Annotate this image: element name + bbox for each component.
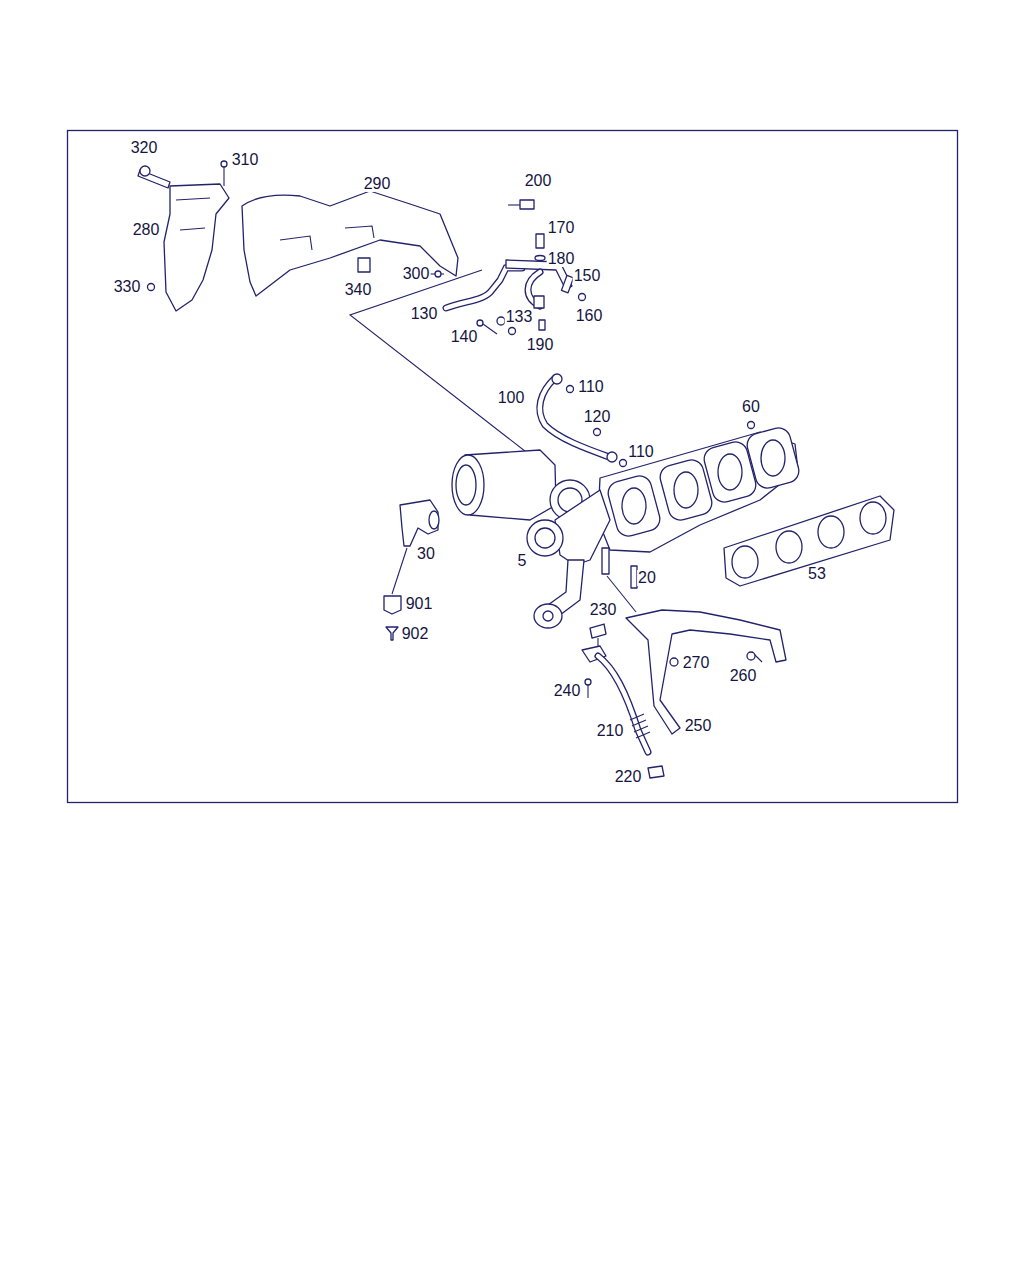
callout-number: 230 bbox=[589, 602, 618, 618]
callout-number: 250 bbox=[684, 718, 713, 734]
callout-number: 902 bbox=[401, 626, 430, 642]
callout-number: 280 bbox=[132, 222, 161, 238]
callout-number: 240 bbox=[553, 683, 582, 699]
callout-number: 170 bbox=[547, 220, 576, 236]
callout-number: 120 bbox=[583, 409, 612, 425]
callout-number: 320 bbox=[130, 140, 159, 156]
callout-number: 260 bbox=[729, 668, 758, 684]
callout-number: 110 bbox=[577, 379, 605, 395]
callout-number: 901 bbox=[405, 596, 434, 612]
callout-number: 290 bbox=[363, 176, 392, 192]
callout-number: 140 bbox=[450, 329, 479, 345]
callout-number: 133 bbox=[505, 309, 534, 325]
callout-number: 180 bbox=[547, 251, 576, 267]
callout-number: 210 bbox=[596, 723, 625, 739]
callout-number: 53 bbox=[807, 566, 827, 582]
callout-number: 150 bbox=[573, 268, 602, 284]
callout-number: 20 bbox=[637, 570, 657, 586]
callout-number: 270 bbox=[682, 655, 711, 671]
callout-number: 110 bbox=[627, 444, 655, 460]
callout-number: 5 bbox=[517, 553, 528, 569]
callout-number: 300 bbox=[402, 266, 431, 282]
callout-number: 60 bbox=[741, 399, 761, 415]
callout-number: 190 bbox=[526, 337, 555, 353]
callout-number: 130 bbox=[410, 306, 439, 322]
callout-number: 220 bbox=[614, 769, 643, 785]
callout-number: 200 bbox=[524, 173, 553, 189]
callout-number: 30 bbox=[416, 546, 436, 562]
callout-number: 310 bbox=[231, 152, 260, 168]
callout-number: 160 bbox=[575, 308, 604, 324]
callout-number: 100 bbox=[497, 390, 526, 406]
callout-number: 340 bbox=[344, 282, 373, 298]
callout-number: 330 bbox=[113, 279, 142, 295]
